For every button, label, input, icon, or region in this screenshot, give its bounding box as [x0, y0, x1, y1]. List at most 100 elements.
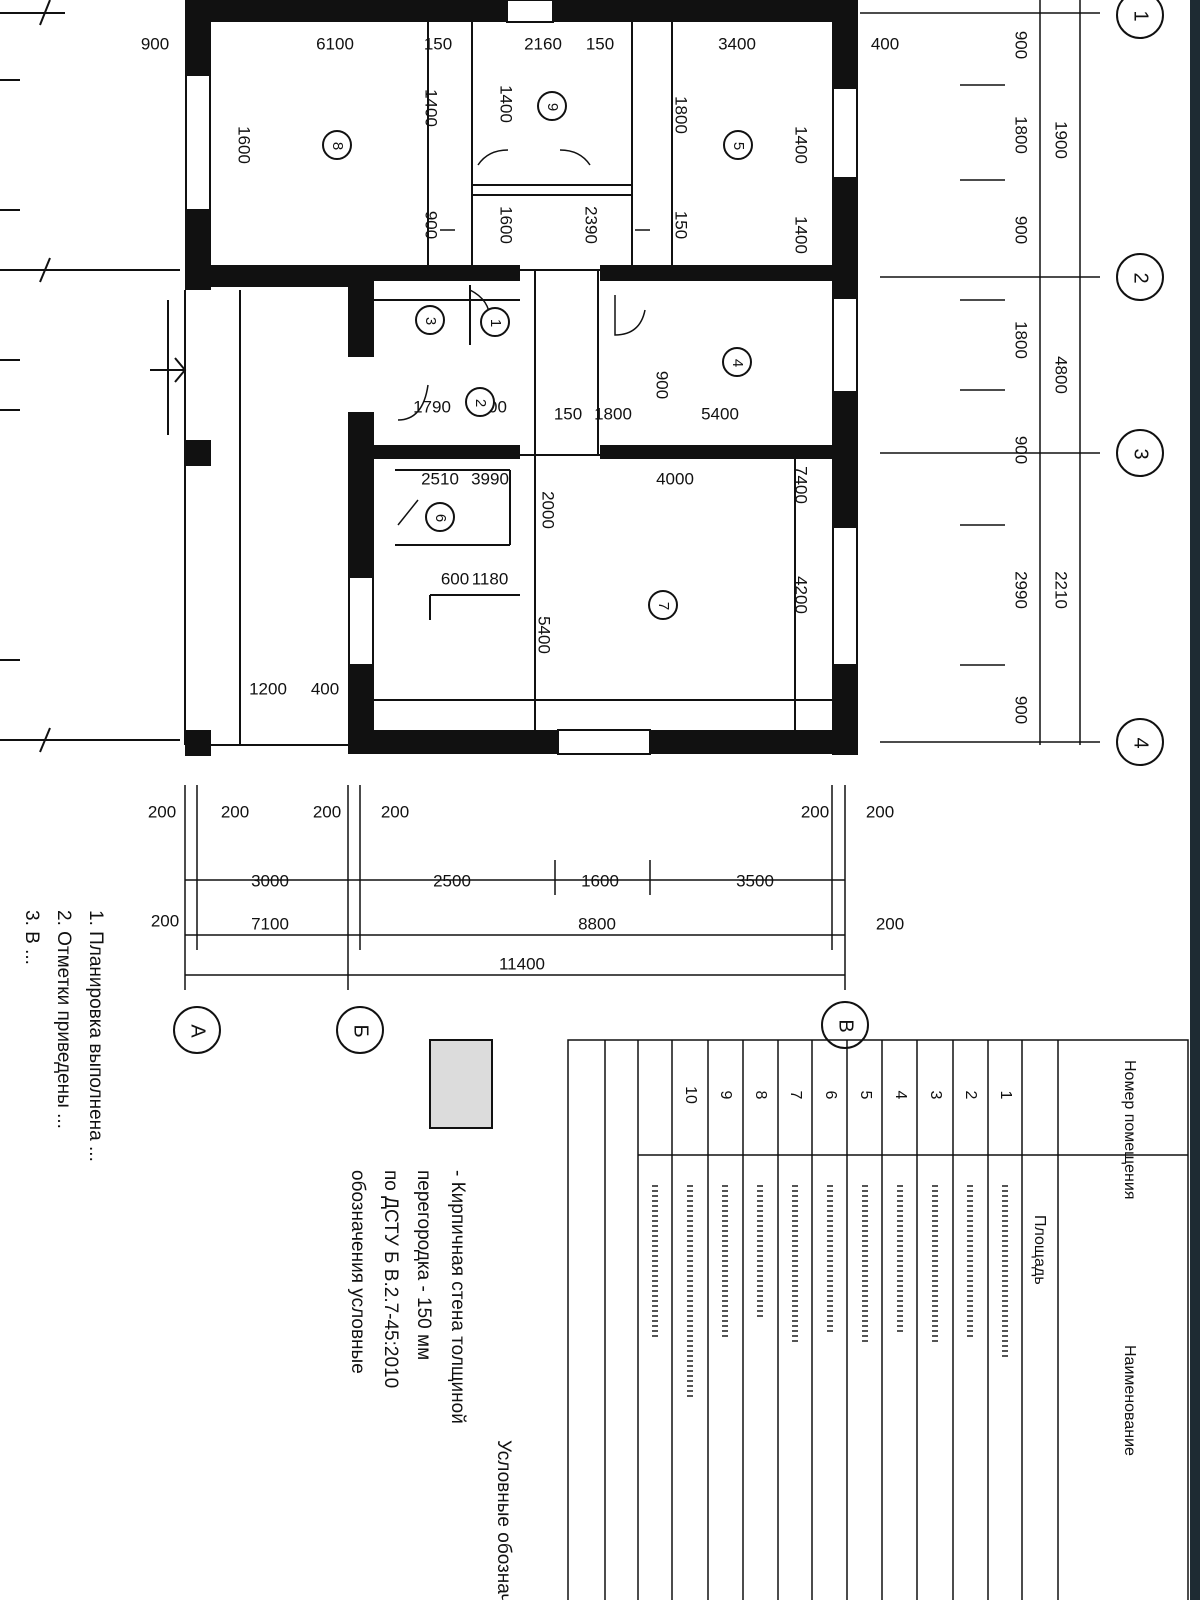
table-row-number-9: 10: [682, 1086, 699, 1104]
dimension-chain2-0: 200: [151, 911, 179, 930]
axis-right-3: 4: [1130, 737, 1152, 748]
entry-stair: [150, 300, 187, 435]
dimension-right-6: 1900: [1052, 121, 1071, 159]
general-note-3: 3. В ...: [21, 910, 42, 965]
dimension-right-0: 900: [1012, 31, 1031, 59]
room-marker-0: 8: [329, 142, 346, 150]
axis-right-1-circle: [1116, 253, 1164, 301]
dimension-inner-20: 7400: [792, 466, 811, 504]
axis-right-2: 3: [1130, 448, 1152, 459]
dimension-total: 11400: [499, 954, 545, 973]
right-dimension-lines: [860, 0, 1100, 745]
axis-bottom-1-circle: [336, 1006, 384, 1054]
room-marker-5-circle: [480, 307, 510, 337]
dimension-chain2-1: 7100: [251, 914, 289, 933]
dimension-inner-13: 1800: [594, 404, 632, 423]
dimension-inner-21: 600: [441, 569, 469, 588]
dimension-inner-25: 1200: [249, 679, 287, 698]
dimension-right-3: 1800: [1012, 321, 1031, 359]
room-marker-1: 9: [544, 103, 561, 111]
dimension-inner-10: 1790: [413, 397, 451, 416]
legend-notes: Условные обозначения - Кирпичная стена т…: [347, 1170, 514, 1605]
legend-line-3: по ДСТУ Б В.2.7-45:2010: [380, 1170, 401, 1388]
walls: [185, 0, 858, 756]
dimension-inner-23: 4200: [792, 576, 811, 614]
dimension-right-1: 1800: [1012, 116, 1031, 154]
scan-edge: [1190, 0, 1200, 1600]
legend-line-4: обозначения условные: [347, 1170, 368, 1374]
dimension-inner-15: 5400: [701, 404, 739, 423]
room-marker-4: 3: [422, 317, 439, 325]
dimension-right-5: 2990: [1012, 571, 1031, 609]
dimension-inner-12: 150: [554, 404, 582, 423]
general-note-2: 2. Отметки приведены ...: [53, 910, 74, 1129]
room-marker-7: 6: [432, 514, 449, 522]
dimension-inner-26: 400: [311, 679, 339, 698]
table-header-name: Наименование: [1121, 1345, 1138, 1456]
dimension-top-1: 6100: [316, 34, 354, 53]
dimension-inner-19: 4000: [656, 469, 694, 488]
room-marker-6-circle: [465, 387, 495, 417]
legend-line-1: - Кирпичная стена толщиной: [447, 1170, 468, 1424]
dimension-inner-18: 2000: [539, 491, 558, 529]
dimension-top-0: 900: [141, 34, 169, 53]
axis-right-2-circle: [1116, 429, 1164, 477]
dimension-inner-9: 1400: [792, 216, 811, 254]
dimension-chain1-1: 2500: [433, 871, 471, 890]
bottom-dimension-lines: [184, 785, 846, 990]
dimension-right-7: 4800: [1052, 356, 1071, 394]
dimension-top-5: 3400: [718, 34, 756, 53]
dimension-below-5: 200: [866, 802, 894, 821]
dimension-chain2-2: 8800: [578, 914, 616, 933]
dimension-inner-17: 3990: [471, 469, 509, 488]
dimension-below-0: 200: [148, 802, 176, 821]
dimension-inner-8: 150: [672, 211, 691, 239]
axis-right-1: 2: [1130, 272, 1152, 283]
room-marker-8-circle: [648, 590, 678, 620]
table-header-number: Номер помещения: [1121, 1060, 1138, 1199]
left-axis-marks: [0, 0, 180, 753]
table-row-number-6: 7: [787, 1091, 804, 1100]
axis-right-3-circle: [1116, 718, 1164, 766]
table-row-number-3: 4: [892, 1091, 909, 1100]
dimension-right-2: 900: [1012, 216, 1031, 244]
legend-swatch: [429, 1039, 493, 1129]
dimension-below-2: 200: [313, 802, 341, 821]
dimension-inner-7: 2390: [582, 206, 601, 244]
dimension-inner-5: 900: [422, 211, 441, 239]
windows: [185, 0, 858, 755]
room-marker-5: 1: [487, 319, 504, 327]
legend-title: Условные обозначения: [493, 1440, 514, 1600]
room-marker-3: 4: [729, 359, 746, 367]
room-marker-2: 5: [730, 142, 747, 150]
axis-bottom-2-circle: [821, 1001, 869, 1049]
general-notes: 1. Планировка выполнена ... 2. Отметки п…: [21, 910, 106, 1162]
dimension-top-4: 150: [586, 34, 614, 53]
dimension-inner-24: 5400: [535, 616, 554, 654]
dimension-inner-16: 2510: [421, 469, 459, 488]
dimension-chain2-3: 200: [876, 914, 904, 933]
room-marker-7-circle: [425, 502, 455, 532]
table-row-number-0: 1: [997, 1091, 1014, 1100]
axis-bottom-0-circle: [173, 1006, 221, 1054]
general-note-1: 1. Планировка выполнена ...: [85, 910, 106, 1162]
dimension-chain1-2: 1600: [581, 871, 619, 890]
dimension-right-4: 900: [1012, 436, 1031, 464]
dimension-below-1: 200: [221, 802, 249, 821]
room-marker-8: 7: [655, 602, 672, 610]
interior-partitions: [184, 19, 836, 746]
axis-bottom-1: Б: [350, 1024, 372, 1037]
table-header-text: Номер помещения Наименование Площадь: [1031, 1060, 1138, 1456]
dimension-inner-6: 1600: [497, 206, 516, 244]
table-row-number-1: 2: [962, 1091, 979, 1100]
dimension-inner-14: 900: [653, 371, 672, 399]
room-marker-1-circle: [537, 91, 567, 121]
